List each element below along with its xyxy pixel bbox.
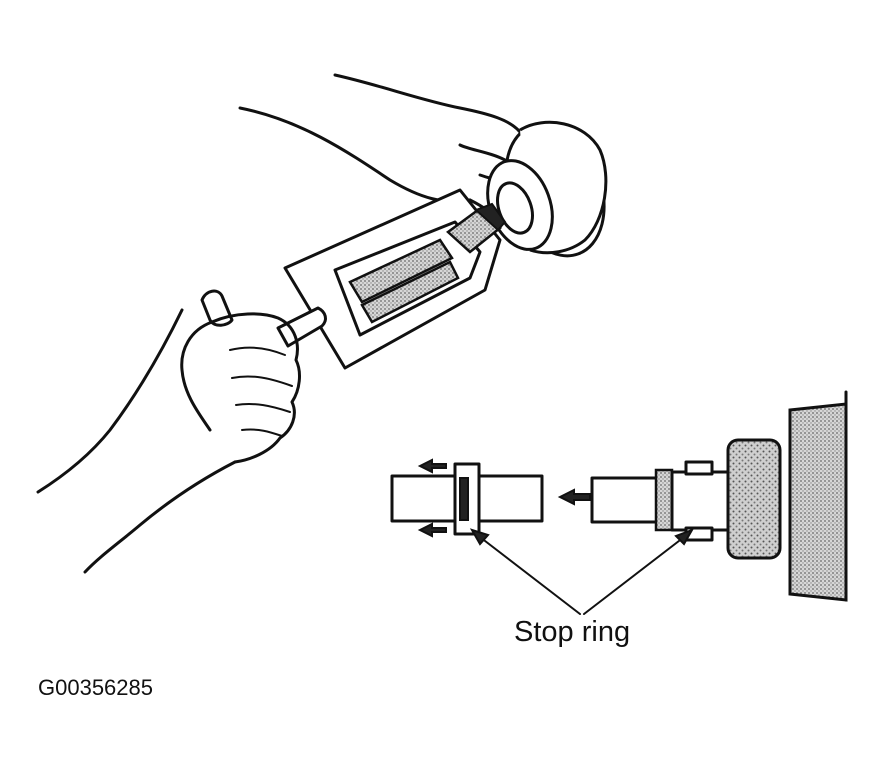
arrow-middle-icon (557, 488, 591, 506)
stop-ring-detail (390, 390, 848, 615)
leader-arrowhead-right-icon (674, 528, 695, 546)
upper-forearm-outline (333, 73, 522, 134)
leader-arrowhead-left-icon (469, 528, 490, 546)
arrow-left-bottom-icon (417, 522, 447, 538)
stop-ring-label: Stop ring (514, 616, 631, 648)
lower-arm-outline (36, 308, 184, 494)
lower-hand-fingers (229, 346, 293, 437)
shaft-right-collar-lip-top (684, 460, 714, 476)
leader-line-left (475, 533, 581, 615)
puller-handle (276, 306, 327, 348)
figure-id: G00356285 (38, 675, 153, 700)
puller-shaft-lower (360, 260, 460, 324)
puller-frame-inner (333, 220, 482, 337)
knurled-gear (726, 438, 782, 560)
upper-arm-outline (238, 106, 472, 204)
lower-hand-thumb (180, 320, 214, 432)
puller-shaft (348, 238, 454, 304)
lower-hand-outline (210, 312, 301, 464)
lower-arm-outline-2 (83, 460, 237, 574)
puller-assembly (36, 73, 608, 574)
arrow-left-top-icon (417, 458, 447, 474)
housing-plate (788, 402, 848, 602)
stop-ring-left-band (459, 477, 469, 521)
puller-nose-tip (474, 202, 507, 232)
shaft-right-collar (670, 470, 730, 532)
leader-line-right (583, 533, 689, 615)
stop-ring-right (654, 468, 674, 532)
